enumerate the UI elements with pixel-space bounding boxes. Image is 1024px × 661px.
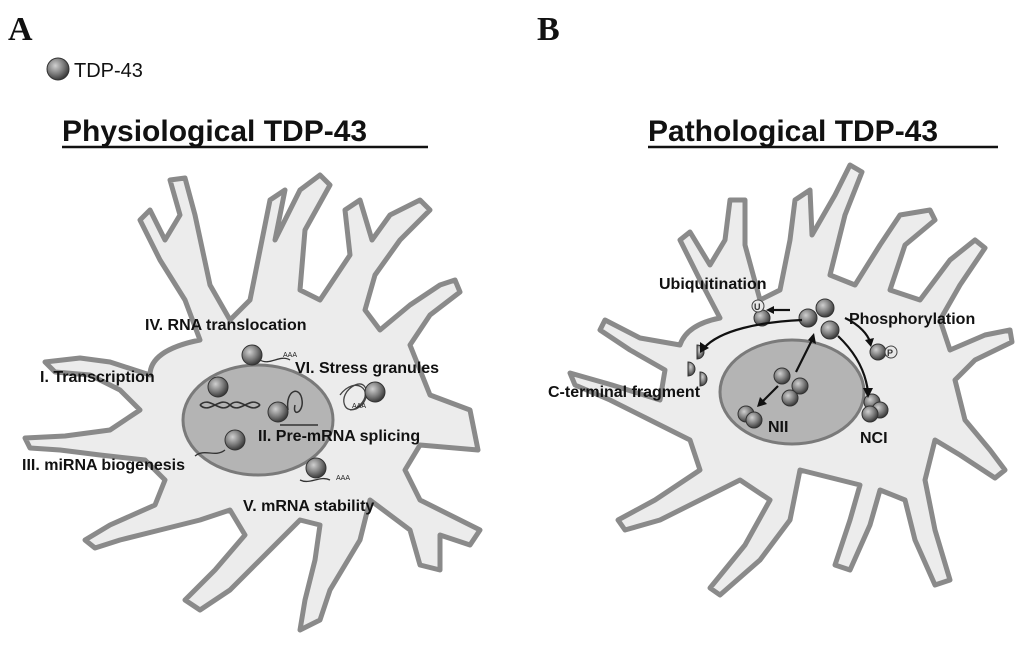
legend-label: TDP-43 [74, 60, 143, 82]
label-nii: NII [768, 419, 788, 436]
tdp43-transcription-icon [207, 376, 229, 398]
label-stress-granules: VI. Stress granules [295, 360, 439, 377]
tdp43-splicing-icon [267, 401, 289, 423]
arrow-c-terminal [703, 318, 803, 349]
neuron-a-nucleus [181, 363, 335, 477]
phosphate-tag-icon [884, 345, 898, 359]
polya-tail-2: AAA [352, 403, 366, 410]
pre-mrna-hairpin [280, 390, 318, 426]
pathway-arrows [700, 306, 874, 407]
arrow-nii [761, 385, 779, 403]
dna-helix [199, 401, 261, 409]
panel-a-letter: A [8, 11, 33, 48]
tdp43-stability-icon [305, 457, 327, 479]
nci-aggregate-icon [861, 393, 889, 423]
tdp43-cytoplasmic-icon [820, 320, 840, 340]
tdp43-nuclear-icon [781, 389, 799, 407]
panel-b-letter: B [537, 11, 560, 48]
tdp43-translocation-icon [241, 344, 263, 366]
tdp43-nuclear-icon [773, 367, 791, 385]
mirna-strand [194, 449, 226, 457]
label-phosphorylation: Phosphorylation [849, 311, 975, 328]
rna-strand [259, 357, 291, 363]
ubiquitin-mark: U [754, 302, 761, 312]
arrow-nci [837, 335, 870, 393]
tdp43-cytoplasmic-icon [798, 308, 818, 328]
label-mrna-stability: V. mRNA stability [243, 498, 374, 515]
legend: TDP-43 [46, 57, 143, 82]
panel-a-title: Physiological TDP-43 [62, 115, 367, 148]
phospho-mark: P [887, 348, 893, 358]
label-transcription: I. Transcription [40, 369, 155, 386]
panel-b: B Pathological TDP-43 U P [537, 11, 1015, 598]
label-mirna-biogenesis: III. miRNA biogenesis [22, 457, 185, 474]
mrna-strand [299, 477, 331, 483]
ubiquitin-tag-icon [751, 299, 765, 313]
polya-tail-1: AAA [283, 352, 297, 359]
polya-tail-3: AAA [336, 475, 350, 482]
tdp43-mirna-icon [224, 429, 246, 451]
tdp43-phosphorylated-icon [869, 343, 887, 361]
panel-a: A TDP-43 Physiological TDP-43 AAA [8, 11, 483, 633]
tdp43-stress-granule-icon [364, 381, 386, 403]
tdp43-cytoplasmic-icon [815, 298, 835, 318]
panel-b-title: Pathological TDP-43 [648, 115, 938, 148]
tdp43-nuclear-icon [791, 377, 809, 395]
label-pre-mrna-splicing: II. Pre-mRNA splicing [258, 428, 420, 445]
legend-tdp43-icon [46, 57, 70, 81]
arrow-import [795, 339, 813, 373]
nii-aggregate-icon [737, 405, 763, 429]
label-rna-translocation: IV. RNA translocation [145, 317, 307, 334]
label-nci: NCI [860, 430, 888, 447]
label-ubiquitination: Ubiquitination [659, 276, 767, 293]
label-c-terminal-fragment: C-terminal fragment [548, 384, 701, 401]
